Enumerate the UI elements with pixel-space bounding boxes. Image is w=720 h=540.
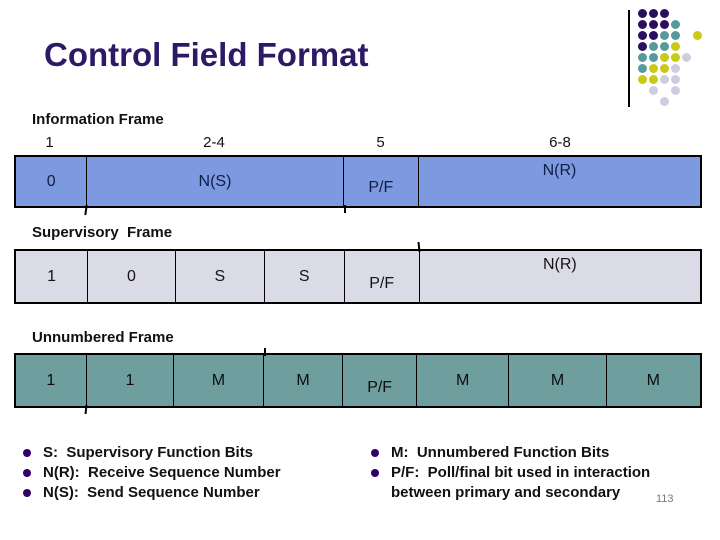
legend-item-text: N(S): Send Sequence Number bbox=[43, 484, 260, 501]
frame-cell-supervisory-4: P/F bbox=[343, 251, 419, 302]
cell-divider-overhang bbox=[344, 205, 346, 213]
decoration-dot bbox=[671, 64, 680, 73]
legend-item: P/F: Poll/final bit used in interaction … bbox=[362, 463, 706, 503]
legend-item-text: M: Unnumbered Function Bits bbox=[391, 444, 610, 461]
decoration-dot-pattern bbox=[638, 9, 718, 121]
legend-item: N(S): Send Sequence Number bbox=[14, 483, 350, 503]
page-number: 113 bbox=[656, 493, 674, 505]
frame-cell-supervisory-0: 1 bbox=[47, 267, 56, 285]
decoration-dot bbox=[649, 86, 658, 95]
bit-position-label: 2-4 bbox=[203, 134, 225, 151]
decoration-dot bbox=[682, 53, 691, 62]
frame-cell-information-0: 0 bbox=[46, 172, 56, 190]
frame-cell-information-2: P/F bbox=[342, 157, 418, 206]
section-label-supervisory-frame: Supervisory Frame bbox=[32, 224, 173, 241]
cell-divider-overhang bbox=[84, 404, 87, 415]
decoration-dot bbox=[649, 64, 658, 73]
decoration-dot bbox=[649, 53, 658, 62]
cell-divider-overhang bbox=[264, 348, 266, 356]
bit-position-label: 5 bbox=[376, 134, 385, 151]
decoration-dot bbox=[638, 42, 647, 51]
bullet-icon bbox=[371, 449, 379, 457]
slide-title: Control Field Format bbox=[44, 36, 369, 73]
legend-item-text: S: Supervisory Function Bits bbox=[43, 444, 254, 461]
frame-cell-unnumbered-0: 1 bbox=[46, 371, 56, 389]
bullet-icon bbox=[23, 449, 31, 457]
decoration-dot bbox=[638, 75, 647, 84]
decoration-dot bbox=[638, 31, 647, 40]
decoration-vertical-line bbox=[628, 10, 630, 107]
legend-item-text: P/F: Poll/final bit used in interaction … bbox=[391, 464, 655, 501]
frame-cell-unnumbered-4: P/F bbox=[342, 355, 416, 406]
decoration-dot bbox=[649, 75, 658, 84]
bit-position-label: 6-8 bbox=[549, 134, 571, 151]
frame-cell-unnumbered-1: 1 bbox=[85, 355, 173, 406]
legend-item: N(R): Receive Sequence Number bbox=[14, 463, 350, 483]
decoration-dot bbox=[671, 42, 680, 51]
decoration-dot bbox=[649, 42, 658, 51]
decoration-dot bbox=[660, 64, 669, 73]
decoration-dot bbox=[660, 75, 669, 84]
frame-cell-unnumbered-2: M bbox=[173, 355, 262, 406]
frame-cell-unnumbered-5: M bbox=[416, 355, 508, 406]
decoration-dot bbox=[693, 31, 702, 40]
section-label-unnumbered-frame: Unnumbered Frame bbox=[32, 329, 174, 346]
decoration-dot bbox=[671, 75, 680, 84]
frame-cell-unnumbered-6: M bbox=[508, 355, 605, 406]
decoration-dot bbox=[671, 20, 680, 29]
frame-cell-information-1: N(S) bbox=[86, 157, 342, 206]
legend-item-text: N(R): Receive Sequence Number bbox=[43, 464, 281, 481]
decoration-dot bbox=[671, 31, 680, 40]
decoration-dot bbox=[660, 9, 669, 18]
decoration-dot bbox=[660, 31, 669, 40]
decoration-dot bbox=[649, 31, 658, 40]
decoration-dot bbox=[671, 86, 680, 95]
decoration-dot bbox=[638, 20, 647, 29]
frame-cell-supervisory-3: S bbox=[263, 251, 344, 302]
decoration-dot bbox=[638, 9, 647, 18]
legend-item: M: Unnumbered Function Bits bbox=[362, 443, 706, 463]
frame-cell-unnumbered-7: M bbox=[605, 355, 700, 406]
decoration-dot bbox=[649, 9, 658, 18]
bullet-icon bbox=[371, 469, 379, 477]
decoration-dot bbox=[638, 64, 647, 73]
decoration-dot bbox=[660, 97, 669, 106]
decoration-dot bbox=[649, 20, 658, 29]
frame-cell-supervisory-1: 0 bbox=[87, 251, 175, 302]
bit-position-row: 1 2-4 5 6-8 bbox=[14, 135, 702, 151]
bit-position-label: 1 bbox=[45, 134, 54, 151]
cell-divider-overhang bbox=[84, 204, 88, 216]
decoration-dot bbox=[660, 20, 669, 29]
decoration-dot bbox=[638, 53, 647, 62]
section-label-information-frame: Information Frame bbox=[32, 111, 164, 128]
legend-item: S: Supervisory Function Bits bbox=[14, 443, 350, 463]
frame-cell-information-3: N(R) bbox=[417, 157, 700, 206]
decoration-dot bbox=[660, 42, 669, 51]
frame-cell-supervisory-2: S bbox=[174, 251, 264, 302]
decoration-dot bbox=[671, 53, 680, 62]
frame-cell-supervisory-5: N(R) bbox=[418, 251, 700, 302]
frame-cell-unnumbered-3: M bbox=[262, 355, 343, 406]
cell-divider-overhang bbox=[417, 241, 421, 253]
decoration-dot bbox=[660, 53, 669, 62]
bullet-icon bbox=[23, 489, 31, 497]
bullet-icon bbox=[23, 469, 31, 477]
